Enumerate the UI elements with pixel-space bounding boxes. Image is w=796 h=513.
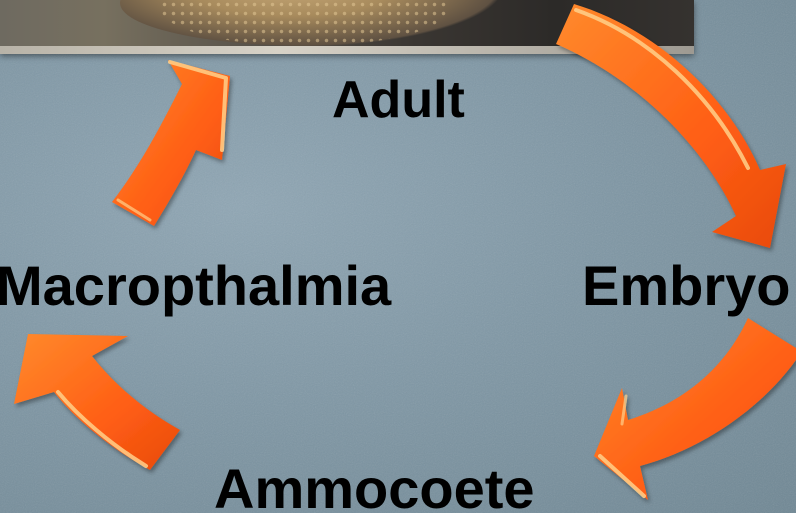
- stage-label-ammocoete: Ammocoete: [214, 461, 535, 513]
- stage-label-adult: Adult: [332, 74, 465, 126]
- arrow-embryo-to-ammocoete: [594, 318, 796, 500]
- stage-label-embryo: Embryo: [582, 258, 791, 314]
- arrow-macropthalmia-to-adult: [112, 60, 230, 226]
- stage-label-macropthalmia: Macropthalmia: [0, 258, 391, 314]
- arrow-adult-to-embryo: [556, 4, 786, 248]
- arrow-ammocoete-to-macropthalmia: [14, 334, 180, 470]
